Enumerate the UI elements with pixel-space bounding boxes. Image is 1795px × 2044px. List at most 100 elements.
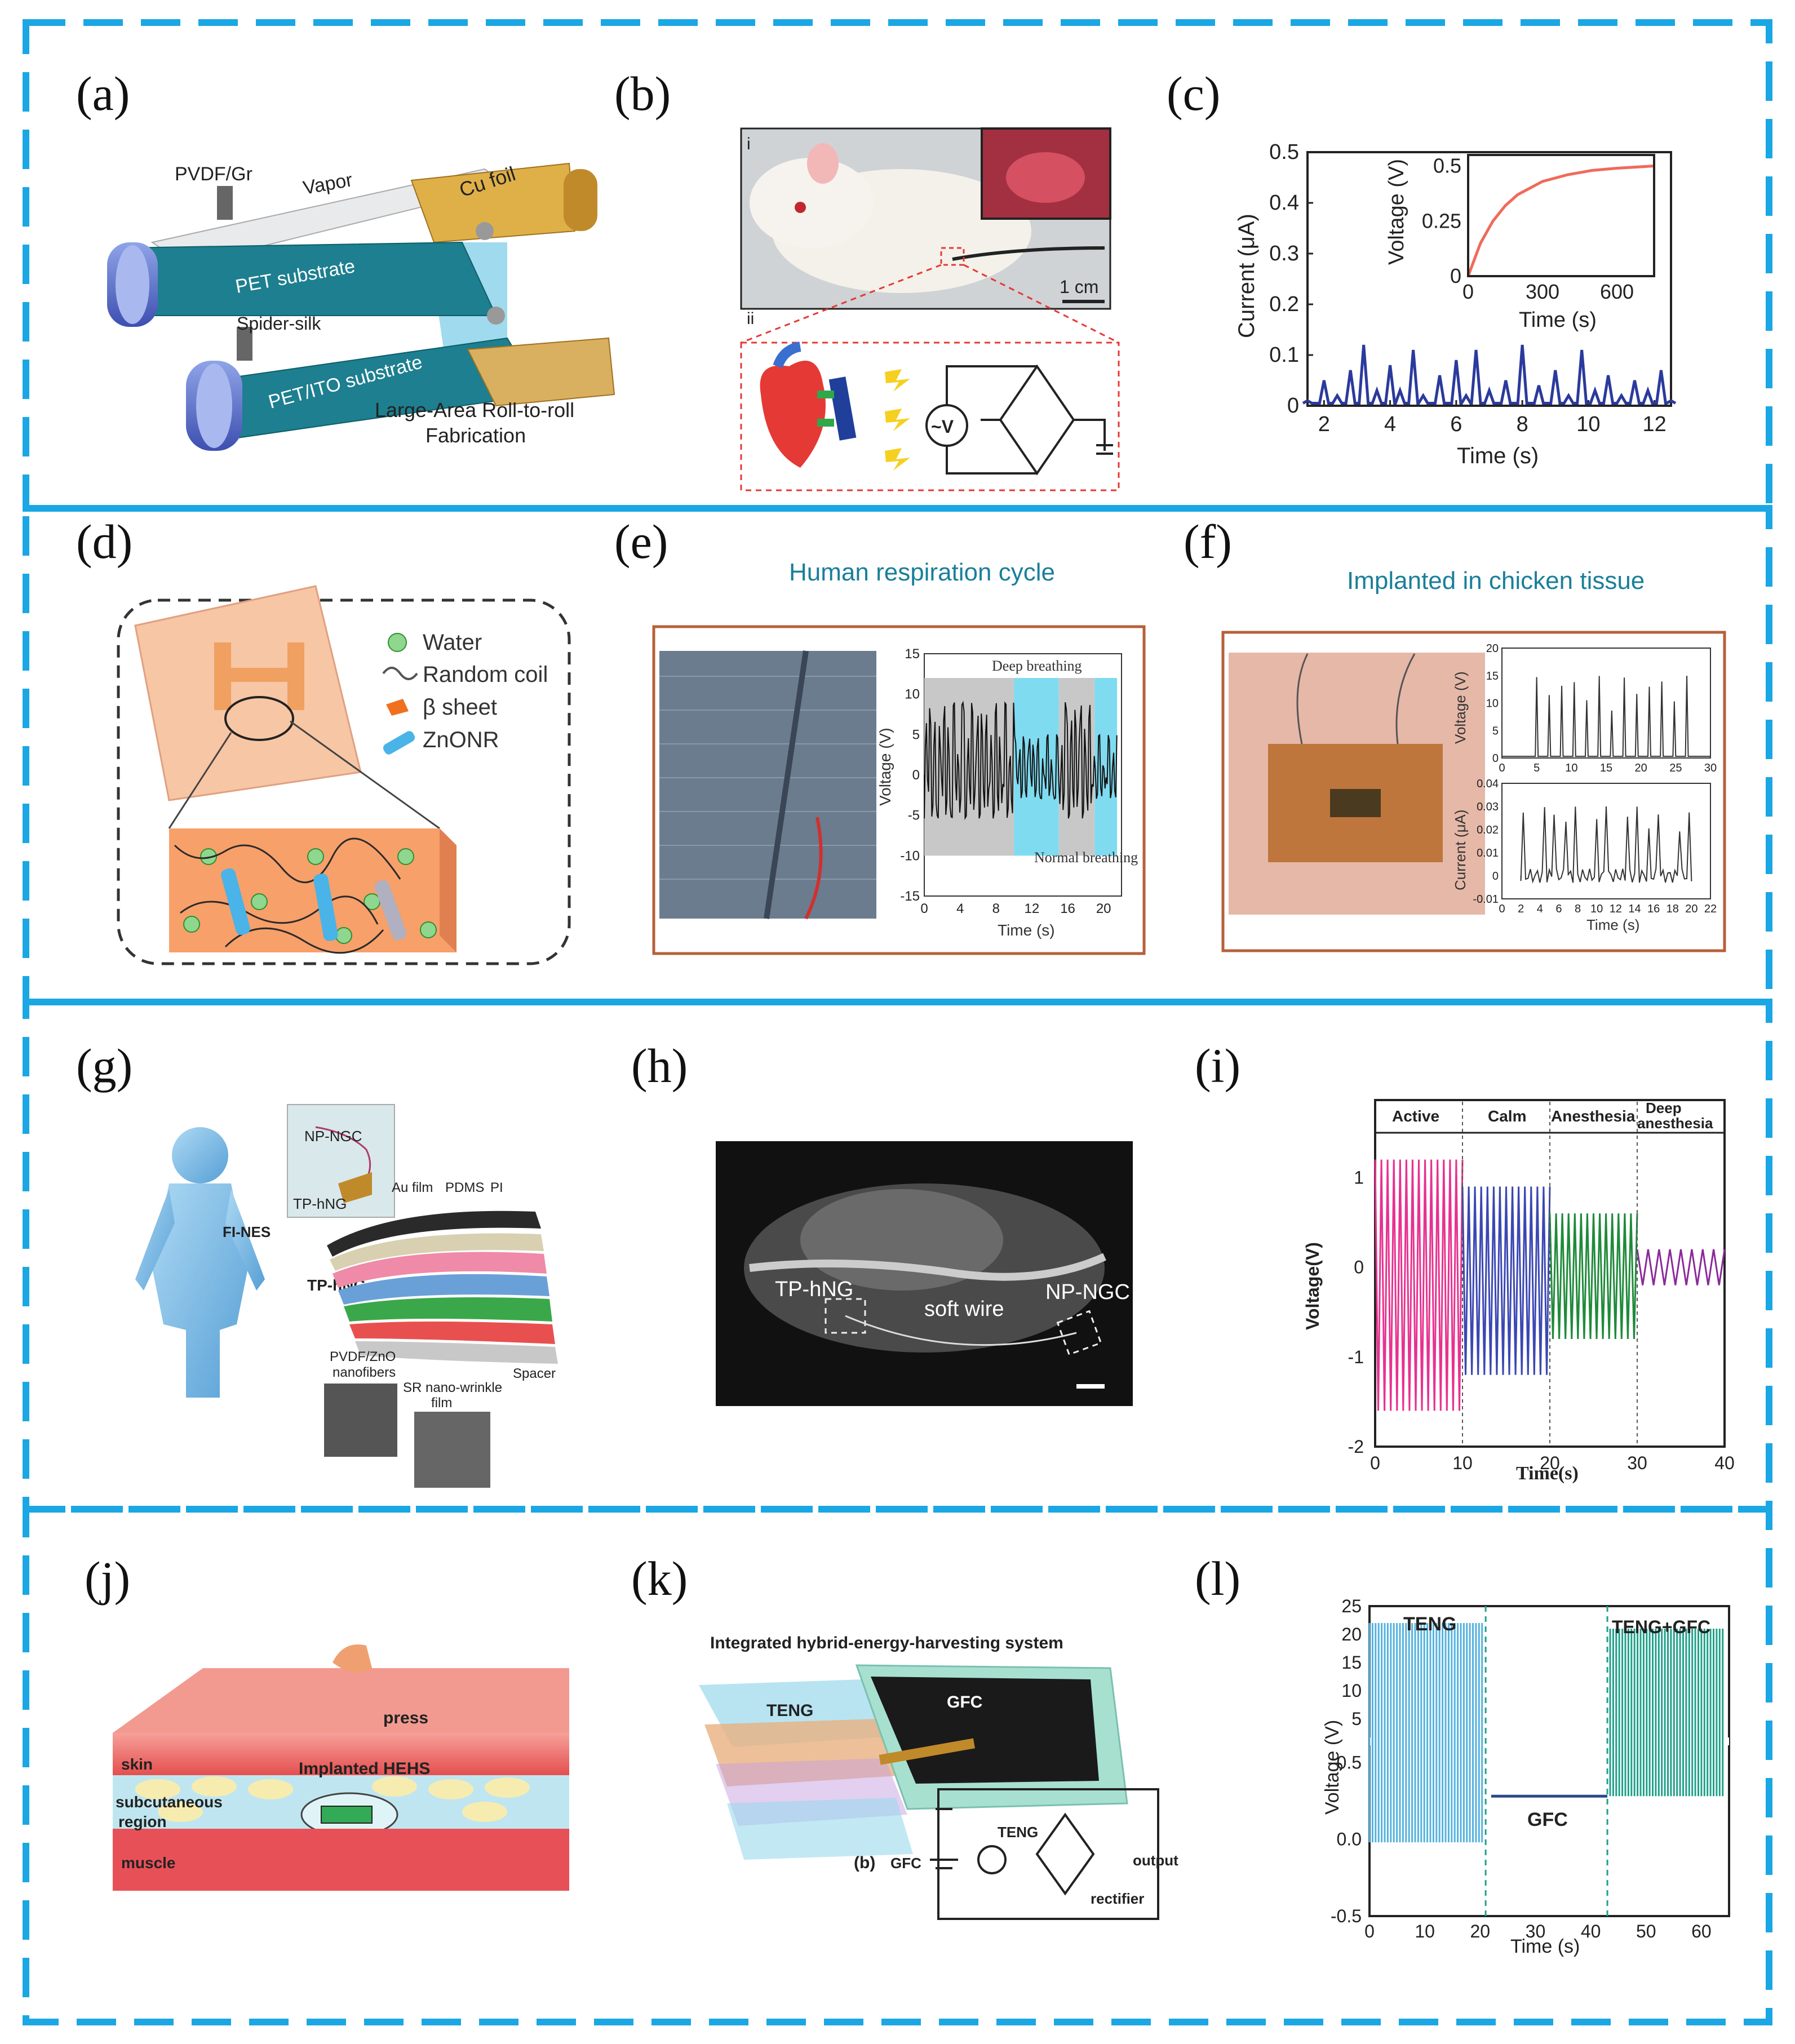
label-b: (b) xyxy=(614,66,671,121)
l-ytick-label: 15 xyxy=(1341,1652,1362,1673)
e-title: Human respiration cycle xyxy=(789,558,1055,586)
f-current-ytick-label: 0.03 xyxy=(1477,801,1499,813)
l-xtick-label: 40 xyxy=(1581,1921,1601,1941)
panel-d-figure: Water Random coil β sheet ZnONR xyxy=(117,585,571,965)
l-ytick-label: 5 xyxy=(1351,1709,1362,1729)
a-fab1-label: Large-Area Roll-to-roll xyxy=(375,398,574,422)
i-phase-calm: Calm xyxy=(1488,1107,1526,1125)
e-ytick-label: 15 xyxy=(905,646,920,662)
i-ytick-label: -2 xyxy=(1348,1436,1364,1457)
section-borders xyxy=(23,19,1772,2025)
i-phase-active: Active xyxy=(1392,1107,1439,1125)
c-ytick-label: 0.1 xyxy=(1269,343,1299,367)
l-xtick-label: 0 xyxy=(1364,1921,1375,1941)
f-current-ytick-label: 0.04 xyxy=(1477,778,1499,790)
f-voltage-xtick-label: 25 xyxy=(1669,762,1682,774)
label-c: (c) xyxy=(1167,66,1220,121)
i-phase-deep: Deep xyxy=(1646,1099,1682,1116)
l-xtick-label: 20 xyxy=(1470,1921,1491,1941)
i-series-1 xyxy=(1461,1186,1551,1375)
e-ylabel: Voltage (V) xyxy=(876,728,894,806)
j-skin-label: skin xyxy=(121,1755,153,1773)
f-title: Implanted in chicken tissue xyxy=(1347,567,1645,595)
f-voltage-xtick-label: 0 xyxy=(1499,762,1505,774)
k-rectifier-label: rectifier xyxy=(1091,1890,1144,1907)
g-pdms-label: PDMS xyxy=(445,1180,484,1195)
label-j: (j) xyxy=(85,1551,130,1606)
f-current-ytick-label: 0.02 xyxy=(1477,824,1499,836)
label-a: (a) xyxy=(76,66,130,121)
g-pvdf2-label: nanofibers xyxy=(333,1365,396,1380)
c-ytick-label: 0.5 xyxy=(1269,140,1299,164)
f-voltage-ytick-label: 10 xyxy=(1486,698,1499,710)
i-ytick-label: 1 xyxy=(1354,1168,1364,1188)
h-npngc-label: NP-NGC xyxy=(1045,1280,1130,1304)
e-xtick-label: 0 xyxy=(920,901,928,916)
l-teng-label: TENG xyxy=(1403,1613,1456,1635)
f-current-frame xyxy=(1501,783,1711,899)
j-sub1-label: subcutaneous xyxy=(116,1793,223,1811)
l-both-label: TENG+GFC xyxy=(1612,1617,1710,1637)
l-xlabel: Time (s) xyxy=(1510,1936,1580,1957)
panel-labels: (a) (b) (c) (d) (e) (f) (g) (h) (i) (j) … xyxy=(76,66,1240,1606)
c-inset-ylabel: Voltage (V) xyxy=(1385,159,1408,265)
j-sub2-label: region xyxy=(118,1813,167,1830)
f-current-xtick-label: 0 xyxy=(1499,903,1505,915)
l-ytick-label: 20 xyxy=(1341,1624,1362,1644)
f-voltage-xtick-label: 30 xyxy=(1704,762,1717,774)
f-xlabel: Time (s) xyxy=(1586,916,1639,933)
i-phase-deep-b: anesthesia xyxy=(1637,1115,1713,1132)
a-fab2-label: Fabrication xyxy=(426,424,526,447)
d-legend: Water Random coil β sheet ZnONR xyxy=(423,630,548,752)
c-inset-ytick-label: 0.5 xyxy=(1433,154,1461,178)
g-npngc-label: NP-NGC xyxy=(304,1128,362,1145)
e-xlabel: Time (s) xyxy=(998,921,1055,939)
c-xtick-label: 8 xyxy=(1517,413,1528,436)
g-spacer-label: Spacer xyxy=(513,1366,556,1381)
k-teng2-label: TENG xyxy=(998,1824,1038,1841)
l-xtick-label: 30 xyxy=(1526,1921,1546,1941)
label-e: (e) xyxy=(614,515,668,569)
e-ytick-label: 5 xyxy=(912,727,920,742)
f-current-xtick-label: 16 xyxy=(1647,903,1660,915)
c-xtick-label: 6 xyxy=(1450,413,1462,436)
f-current-xtick-label: 14 xyxy=(1628,903,1641,915)
panel-k-figure: Integrated hybrid-energy-harvesting syst… xyxy=(699,1634,1178,1920)
k-gfc2-label: GFC xyxy=(890,1855,921,1872)
f-current-xtick-label: 12 xyxy=(1610,903,1622,915)
l-ytick-label: 0.0 xyxy=(1337,1829,1362,1850)
label-d: (d) xyxy=(76,515,132,569)
i-ylabel: Voltage(V) xyxy=(1302,1242,1323,1330)
b-ii-label: ii xyxy=(747,309,754,328)
i-axes-frame xyxy=(1374,1099,1726,1448)
f-ylabel-current: Current (μA) xyxy=(1452,809,1469,890)
f-ylabel-voltage: Voltage (V) xyxy=(1452,671,1469,744)
i-xtick-label: 30 xyxy=(1627,1453,1647,1473)
j-muscle-label: muscle xyxy=(121,1854,176,1872)
h-wire-label: soft wire xyxy=(924,1297,1004,1321)
c-inset-xtick-label: 0 xyxy=(1462,280,1474,303)
i-series-2 xyxy=(1549,1213,1638,1340)
i-xtick-label: 40 xyxy=(1714,1453,1735,1473)
l-teng-line xyxy=(1368,1623,1483,1843)
f-current-xtick-label: 8 xyxy=(1575,903,1581,915)
d-legend-beta: β sheet xyxy=(423,695,497,720)
a-pvdf-label: PVDF/Gr xyxy=(175,163,252,185)
e-xtick-label: 16 xyxy=(1060,901,1075,916)
f-voltage-line xyxy=(1502,676,1710,757)
c-inset-ytick-label: 0 xyxy=(1450,264,1461,287)
c-axes-frame xyxy=(1306,151,1672,407)
g-pvdf1-label: PVDF/ZnO xyxy=(330,1349,396,1364)
f-voltage-xtick-label: 5 xyxy=(1533,762,1540,774)
panel-h-figure: TP-hNG soft wire NP-NGC xyxy=(716,1141,1133,1406)
c-xtick-label: 10 xyxy=(1576,413,1600,436)
l-ytick-label: 25 xyxy=(1341,1596,1362,1616)
l-both-line xyxy=(1609,1629,1724,1797)
f-voltage-ytick-label: 15 xyxy=(1486,670,1499,682)
i-series-3 xyxy=(1636,1249,1726,1285)
